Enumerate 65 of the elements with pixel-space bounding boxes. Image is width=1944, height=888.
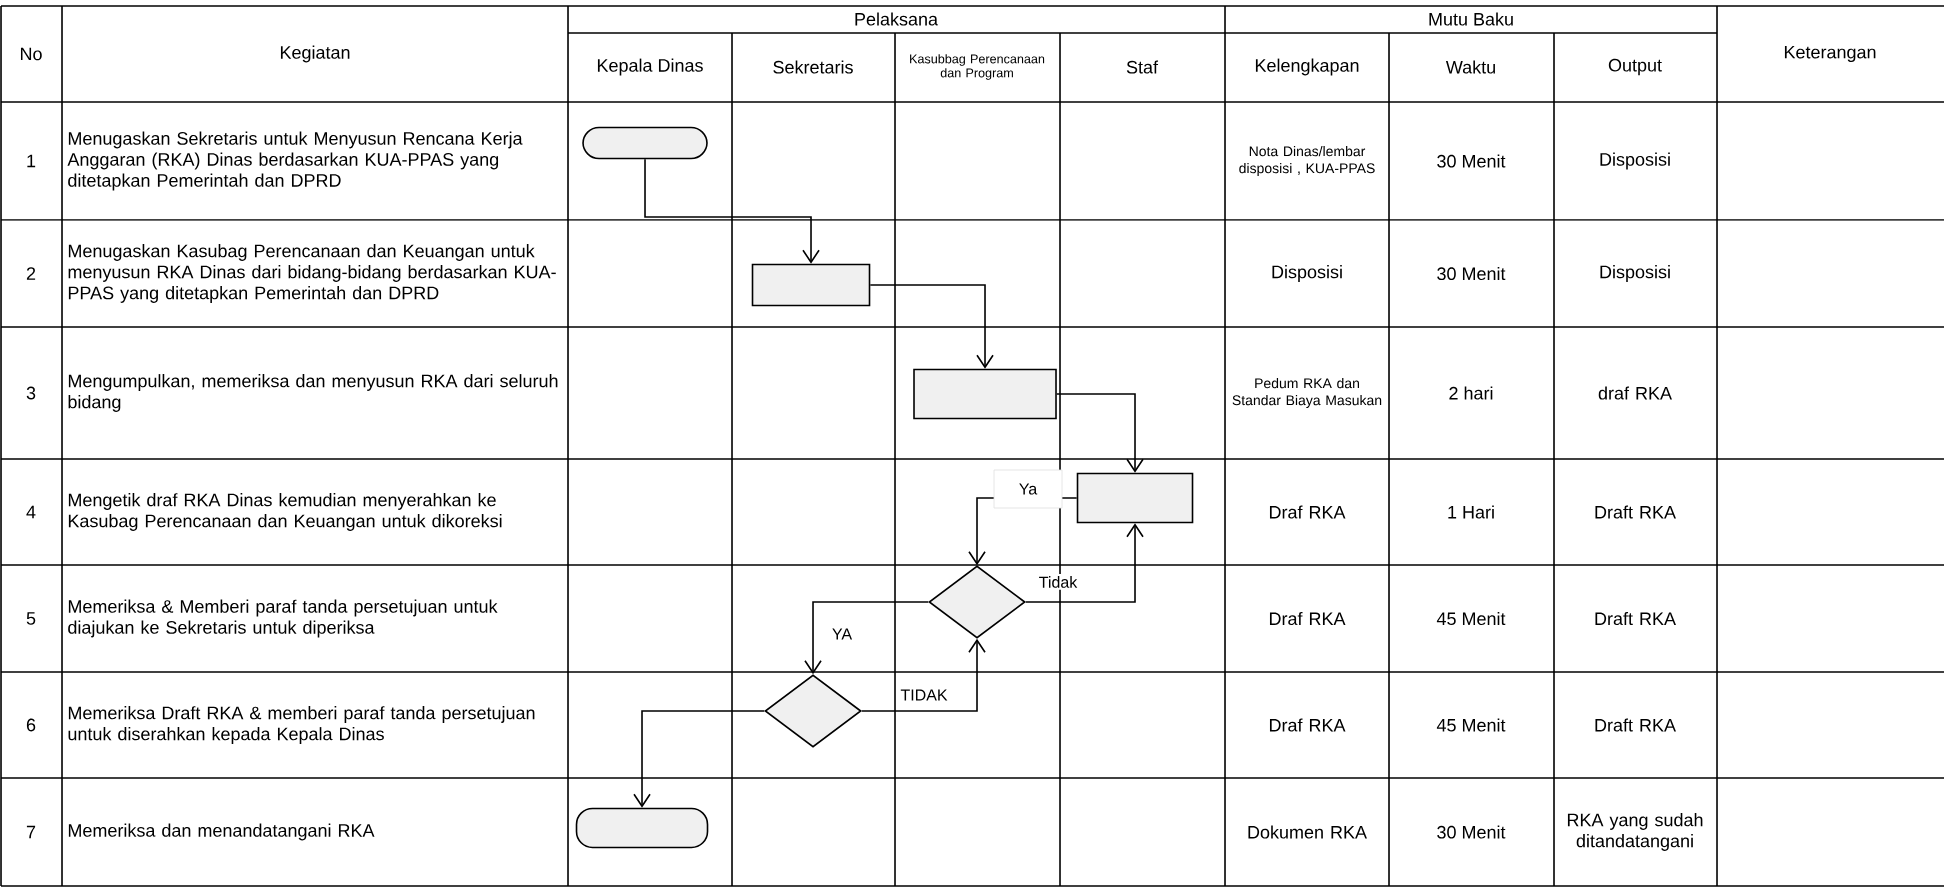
column-header: Kegiatan [280, 45, 350, 63]
edge-label: YA [829, 626, 855, 642]
column-header: Kelengkapan [1255, 58, 1359, 76]
cell-text: 45 Menit [1436, 718, 1506, 732]
cell-text: Dokumen RKA [1248, 825, 1367, 839]
process-box [751, 263, 871, 307]
row-number: 2 [26, 267, 36, 280]
cell-text: Draft RKA [1595, 505, 1676, 519]
column-header: Output [1608, 58, 1662, 76]
activity-text: Menugaskan Sekretaris untuk Menyusun Rencana Kerja Anggaran (RKA) Dinas berdasarkan KUA-PPAS yang ditetapkan Pemerintah dan DPRD [67, 131, 523, 191]
column-header: Staf [1126, 60, 1159, 74]
process-box [913, 368, 1057, 420]
cell-text: Disposisi [1600, 152, 1670, 170]
column-header: No [21, 47, 42, 61]
cell-text: Draft RKA [1595, 611, 1676, 626]
arrow [633, 710, 765, 808]
activity-text: Memeriksa Draft RKA & memberi paraf tanda persetujuan untuk diserahkan kepada Kepala Dinas [68, 706, 535, 744]
process-box [1076, 472, 1194, 524]
cell-text: Draf RKA [1270, 611, 1346, 626]
row-number: 1 [27, 154, 36, 168]
arrow [644, 158, 820, 264]
edge-label: Ya [993, 469, 1063, 509]
cell-text: 2 hari [1449, 386, 1493, 400]
arrow [1025, 523, 1144, 603]
column-header: Keterangan [1784, 45, 1876, 63]
activity-text: Memeriksa dan menandatangani RKA [68, 823, 375, 841]
row-number: 6 [26, 718, 36, 732]
edge-label: Tidak [1036, 574, 1080, 590]
cell-text: Disposisi [1600, 265, 1670, 282]
arrow [804, 601, 929, 675]
cell-text: Draft RKA [1595, 718, 1676, 732]
cell-text: draf RKA [1598, 386, 1672, 400]
cell-text: RKA yang sudah ditandatangani [1567, 813, 1703, 851]
cell-text: 30 Menit [1437, 154, 1506, 168]
cell-text: Disposisi [1272, 265, 1342, 282]
decision-diamond [764, 674, 862, 748]
column-header: Kepala Dinas [597, 58, 703, 76]
terminator-shape [582, 126, 708, 160]
column-header: Kasubbag Perencanaan dan Program [910, 54, 1045, 80]
decision-diamond [928, 565, 1026, 639]
activity-text: Mengetik draf RKA Dinas kemudian menyerahkan ke Kasubag Perencanaan dan Keuangan untuk dikoreksi [68, 493, 502, 531]
cell-text: Draf RKA [1270, 718, 1346, 732]
cell-text: Pedum RKA dan Standar Biaya Masukan [1232, 378, 1382, 409]
row-number: 5 [26, 612, 36, 625]
activity-text: Memeriksa & Memberi paraf tanda persetujuan untuk diajukan ke Sekretaris untuk diperiksa [68, 599, 498, 638]
cell-text: 30 Menit [1437, 825, 1506, 839]
activity-text: Menugaskan Kasubag Perencanaan dan Keuangan untuk menyusun RKA Dinas dari bidang-bidang berdasarkan KUA-PPAS yang ditetapkan Pemerintah dan DPRD [68, 244, 556, 303]
activity-text: Mengumpulkan, memeriksa dan menyusun RKA dari seluruh bidang [68, 374, 558, 412]
column-header: Mutu Baku [1429, 12, 1513, 26]
column-header: Pelaksana [855, 12, 938, 26]
column-header: Waktu [1445, 60, 1495, 74]
row-number: 7 [26, 825, 36, 839]
terminator-shape [575, 807, 709, 849]
arrow [869, 284, 994, 369]
arrow [861, 638, 986, 712]
row-number: 3 [26, 386, 36, 400]
cell-text: 45 Menit [1436, 611, 1506, 626]
row-number: 4 [26, 505, 36, 519]
cell-text: Nota Dinas/lembar disposisi , KUA-PPAS [1239, 146, 1375, 177]
arrow [1056, 393, 1144, 473]
cell-text: 1 Hari [1448, 505, 1494, 519]
column-header: Sekretaris [773, 60, 853, 74]
cell-text: Draf RKA [1270, 505, 1346, 519]
edge-label: TIDAK [898, 687, 950, 703]
cell-text: 30 Menit [1437, 266, 1506, 281]
